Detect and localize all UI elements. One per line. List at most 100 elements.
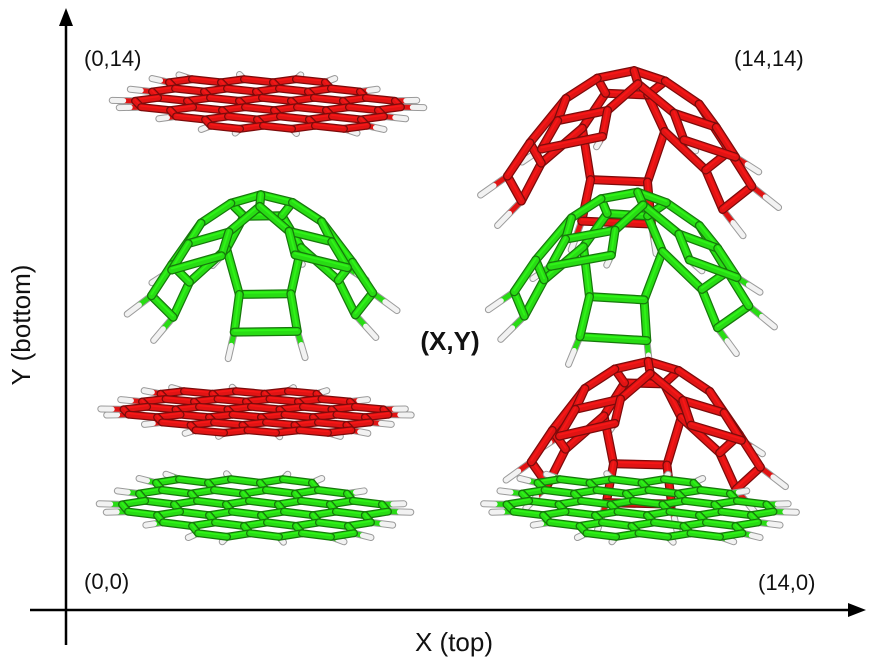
bond xyxy=(228,476,263,486)
bond xyxy=(263,419,298,428)
bond-highlight xyxy=(335,412,366,417)
bond-highlight xyxy=(354,404,385,409)
bond-highlight xyxy=(268,396,299,402)
bond xyxy=(315,419,350,428)
bond-highlight xyxy=(293,420,319,425)
bond-highlight xyxy=(210,123,241,129)
bond-highlight xyxy=(314,123,345,129)
bond-highlight xyxy=(259,192,294,202)
hydrogen-bond-h-half xyxy=(141,420,156,427)
bond xyxy=(562,226,619,243)
bond-highlight xyxy=(345,420,371,425)
bond-highlight xyxy=(734,520,759,526)
bond-highlight xyxy=(677,368,711,391)
bond-highlight xyxy=(317,420,348,425)
bond xyxy=(547,251,615,270)
bond-highlight xyxy=(523,277,545,316)
bond-highlight xyxy=(330,86,361,92)
bond xyxy=(599,519,635,529)
bond xyxy=(680,136,739,161)
bond-highlight xyxy=(233,292,241,332)
bond-highlight xyxy=(162,520,193,526)
bond-highlight xyxy=(179,412,210,417)
bond-highlight xyxy=(245,396,271,402)
bond xyxy=(214,396,249,405)
axes xyxy=(30,8,866,645)
bond-highlight xyxy=(243,77,274,82)
hydrogen-bond-h-half xyxy=(392,115,409,122)
hydrogen-bond-h-half xyxy=(495,210,512,228)
bond xyxy=(260,122,295,132)
bond-highlight xyxy=(616,509,648,515)
bond xyxy=(242,104,277,113)
bond-highlight xyxy=(564,227,616,239)
carbon-bonds xyxy=(147,190,378,337)
bond-highlight xyxy=(647,358,680,370)
bond xyxy=(639,201,683,238)
bond-highlight xyxy=(213,420,244,425)
hydrogen-bond-h-half xyxy=(151,326,166,343)
bond-highlight xyxy=(549,236,567,266)
hydrogen-bond-h-half xyxy=(363,323,379,340)
bond xyxy=(172,85,207,95)
bond xyxy=(329,113,364,123)
y-axis-title: Y (bottom) xyxy=(6,265,36,386)
bond-highlight xyxy=(213,487,244,494)
bond-highlight xyxy=(275,428,301,433)
bond-highlight xyxy=(260,412,286,417)
bond-highlight xyxy=(283,509,314,515)
hydrogen-bond-h-half xyxy=(124,302,142,317)
bond xyxy=(148,292,177,321)
bond xyxy=(562,508,598,518)
bond xyxy=(333,411,368,420)
bond xyxy=(646,370,687,404)
bond xyxy=(630,498,666,508)
bond-highlight xyxy=(220,229,230,256)
bond-highlight xyxy=(701,286,719,328)
hydrogen-bond-h-half xyxy=(695,475,706,484)
bond-highlight xyxy=(596,68,636,78)
hydrogen-bond-h-half xyxy=(745,282,763,295)
bond-highlight xyxy=(337,277,357,315)
bond-highlight xyxy=(736,498,768,504)
bond xyxy=(192,427,227,436)
bond xyxy=(190,104,225,113)
hydrogen-bond-h-half xyxy=(724,338,739,357)
bond xyxy=(581,365,619,392)
hydrogen-bond-h-half xyxy=(163,471,176,480)
bond-highlight xyxy=(198,404,229,409)
bond xyxy=(538,133,606,153)
hydrogen-bond-h-half xyxy=(198,125,209,132)
bond xyxy=(614,508,650,518)
bond xyxy=(609,476,645,486)
bond-highlight xyxy=(156,412,182,417)
bond xyxy=(679,397,728,417)
bond-highlight xyxy=(689,531,721,537)
bond-highlight xyxy=(530,428,554,462)
bond xyxy=(159,419,194,428)
bond-highlight xyxy=(241,420,267,425)
bond-highlight xyxy=(225,246,241,294)
bond xyxy=(594,67,638,82)
bond-highlight xyxy=(556,96,567,121)
bond-highlight xyxy=(127,509,158,515)
bond-highlight xyxy=(227,204,261,232)
bond-highlight xyxy=(297,396,323,402)
bond-highlight xyxy=(248,498,279,504)
hydrogen-bond-h-half xyxy=(298,341,308,361)
bond xyxy=(703,519,739,529)
bond xyxy=(281,411,316,420)
bond xyxy=(177,411,212,420)
molecule-bottom-right-green-flat xyxy=(480,470,800,546)
bond xyxy=(300,404,335,413)
bond xyxy=(597,188,641,203)
bond-highlight xyxy=(266,520,297,526)
hydrogen-bond-h-half xyxy=(566,347,577,367)
bond-highlight xyxy=(230,477,261,483)
bond-highlight xyxy=(196,498,227,504)
bond xyxy=(312,122,347,132)
bond-highlight xyxy=(688,257,738,277)
bond xyxy=(144,404,179,413)
bond xyxy=(526,498,562,508)
